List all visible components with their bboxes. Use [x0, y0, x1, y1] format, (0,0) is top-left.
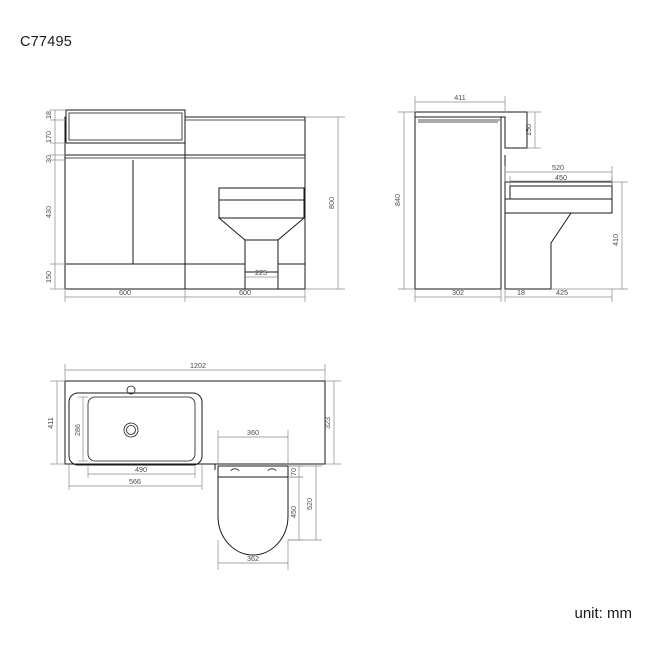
- dim-plinth-height: 150: [44, 271, 53, 283]
- dim-toilet-seat-depth: 520: [552, 163, 564, 172]
- dim-overall-height-side: 840: [393, 194, 402, 206]
- dim-counter-band: 30: [44, 155, 53, 163]
- dim-toilet-pedestal-width: 225: [255, 268, 267, 277]
- page-title: C77495: [20, 34, 72, 50]
- dim-toilet-lid-depth: 450: [555, 173, 567, 182]
- dim-vanity-width: 600: [119, 288, 131, 297]
- dim-toilet-bowl-length: 450: [289, 506, 298, 518]
- dim-door-height: 430: [44, 206, 53, 218]
- plan-view: 1202 411 286 490 566 323: [46, 361, 341, 570]
- dim-basin-height: 170: [44, 131, 53, 143]
- dim-toilet-seat-gap: 70: [289, 468, 298, 476]
- dim-gap: 18: [517, 288, 525, 297]
- dim-counter-lip: 18: [44, 111, 53, 119]
- dim-toilet-height: 410: [611, 234, 620, 246]
- unit-label: unit: mm: [574, 605, 632, 622]
- dim-toilet-width: 360: [247, 428, 259, 437]
- dim-basin-outer-width: 566: [129, 477, 141, 486]
- dim-toilet-unit-depth: 323: [323, 417, 332, 429]
- dim-cabinet-depth: 302: [452, 288, 464, 297]
- dim-basin-inner-width: 490: [135, 465, 147, 474]
- dim-toilet-bowl-width: 362: [247, 554, 259, 563]
- dim-toilet-base-depth: 425: [556, 288, 568, 297]
- side-elevation-view: 411 150 840 520 450 410: [393, 93, 628, 302]
- dim-overall-height: 800: [327, 197, 336, 209]
- dim-basin-drop: 150: [524, 124, 533, 136]
- dim-plan-counter-depth: 411: [46, 417, 55, 428]
- dim-plan-overall-width: 1202: [190, 361, 206, 370]
- dim-counter-depth-side: 411: [454, 93, 465, 102]
- dim-basin-inner-depth: 286: [73, 424, 82, 436]
- front-elevation-view: 18 170 30 430 150 800 600 600 225: [44, 109, 345, 302]
- dim-toilet-unit-width: 600: [239, 288, 251, 297]
- dim-toilet-total-length: 520: [305, 498, 314, 510]
